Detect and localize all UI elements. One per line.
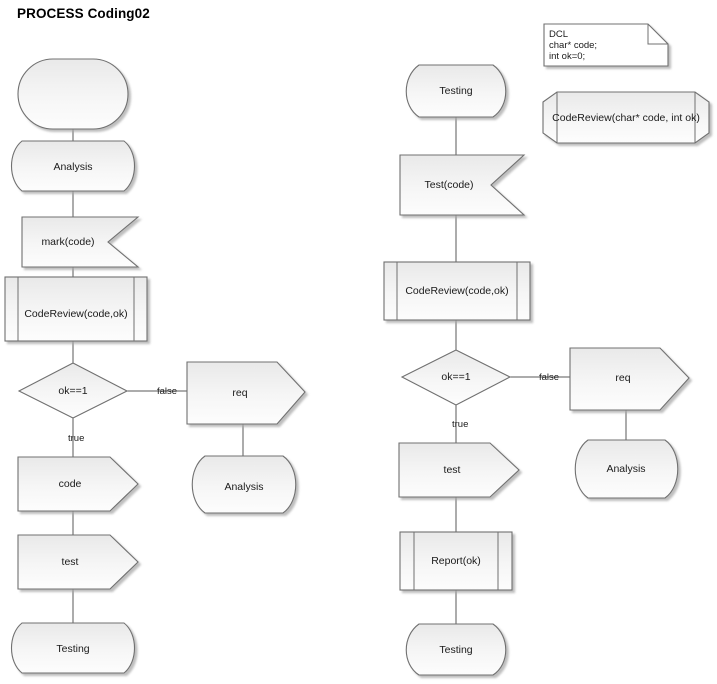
dcl-note-line-2: char* code; [549,40,597,51]
node-l-test-label: test [62,556,79,568]
connector-group-right [455,117,627,624]
node-r-testing-top-label: Testing [439,85,472,97]
node-r-codereview-label: CodeReview(code,ok) [405,285,508,297]
node-r-testing-top[interactable] [405,64,507,118]
node-l-code[interactable] [17,456,139,512]
node-r-req-label: req [615,372,630,384]
node-r-codereview[interactable] [383,261,531,321]
node-r-decision[interactable] [400,349,512,406]
codereview-decl[interactable] [542,91,710,144]
node-l-codereview[interactable] [4,276,148,342]
node-l-test[interactable] [17,534,139,590]
node-r-testing-bot[interactable] [405,623,507,676]
node-l-decision[interactable] [17,362,129,419]
node-l-analysis-label: Analysis [53,161,92,173]
connector-group-left [72,128,244,623]
node-r-report-label: Report(ok) [431,555,481,567]
node-l-req-label: req [232,387,247,399]
node-l-req-analysis[interactable] [191,455,297,514]
dcl-note[interactable] [543,23,669,67]
node-l-decision-label: ok==1 [58,385,87,397]
node-r-test-label: test [444,464,461,476]
node-r-req[interactable] [569,347,690,411]
node-r-req-analysis[interactable] [574,439,679,499]
edge-label-true-left: true [68,433,84,444]
page-title: PROCESS Coding02 [17,6,150,21]
node-r-testcode[interactable] [399,154,526,216]
node-l-code-label: code [59,478,82,490]
node-r-decision-label: ok==1 [441,371,470,383]
node-l-analysis[interactable] [10,140,136,192]
dcl-note-line-3: int ok=0; [549,51,585,62]
node-r-report[interactable] [399,531,513,591]
node-r-req-analysis-label: Analysis [606,463,645,475]
node-l-req[interactable] [186,361,306,425]
node-l-testing-label: Testing [56,643,89,655]
node-r-testing-bot-label: Testing [439,644,472,656]
node-l-testing[interactable] [10,622,136,674]
node-l-mark-label: mark(code) [41,236,94,248]
codereview-decl-label: CodeReview(char* code, int ok) [552,112,700,124]
node-r-test[interactable] [398,442,520,498]
node-l-mark[interactable] [21,216,140,268]
edge-label-false-right: false [539,372,559,383]
node-l-codereview-label: CodeReview(code,ok) [24,308,127,320]
dcl-note-line-1: DCL [549,29,568,40]
edge-label-false-left: false [157,386,177,397]
edge-label-true-right: true [452,419,468,430]
node-r-testcode-label: Test(code) [424,179,473,191]
node-l-start[interactable] [17,58,129,130]
node-l-req-analysis-label: Analysis [224,481,263,493]
